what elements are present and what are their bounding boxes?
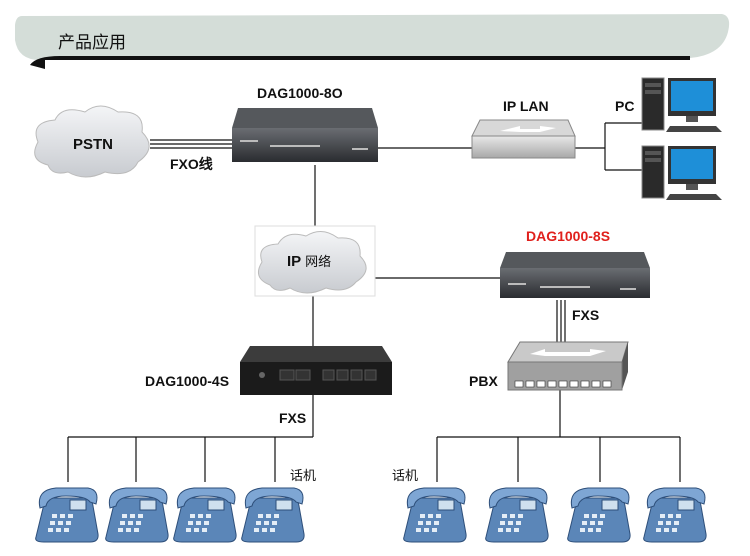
ip-network-cloud-icon <box>257 231 367 294</box>
telephone-icon <box>35 487 99 543</box>
telephone-icon <box>403 487 467 543</box>
pc-label: PC <box>615 98 635 114</box>
gateway-4s-label: DAG1000-4S <box>145 373 230 389</box>
phone-right-label: 话机 <box>392 469 419 484</box>
gateway-8o-device <box>232 108 378 162</box>
banner-fold <box>30 56 690 69</box>
phone-left-label: 话机 <box>290 469 317 484</box>
telephone-icon <box>105 487 169 543</box>
banner <box>15 14 730 60</box>
pbx-label: PBX <box>469 373 498 389</box>
gateway-8s-device <box>500 252 650 298</box>
telephone-icon <box>241 487 305 543</box>
pc-icon <box>641 145 723 201</box>
gateway-8s-label: DAG1000-8S <box>526 228 611 244</box>
ip-network-label: IP 网络 <box>287 251 331 270</box>
fxo-line-label: FXO线 <box>170 156 213 172</box>
telephone-icon <box>485 487 549 543</box>
gateway-4s-device <box>240 346 392 395</box>
fxs-4s-label: FXS <box>279 410 307 426</box>
telephone-icon <box>643 487 707 543</box>
gateway-8o-label: DAG1000-8O <box>257 85 343 101</box>
pc-icon <box>641 77 723 133</box>
pbx-device <box>507 341 629 391</box>
ip-network-cn: 网络 <box>305 255 332 270</box>
pstn-label: PSTN <box>73 136 114 153</box>
telephone-icon <box>173 487 237 543</box>
ip-lan-label: IP LAN <box>503 98 549 114</box>
ip-network-ip: IP <box>287 253 301 270</box>
ip-lan-switch <box>471 119 576 159</box>
connections <box>67 122 681 482</box>
telephone-icon <box>567 487 631 543</box>
fxs-8s-label: FXS <box>572 307 600 323</box>
banner-title: 产品应用 <box>58 33 126 53</box>
pstn-cloud-icon <box>34 105 150 178</box>
